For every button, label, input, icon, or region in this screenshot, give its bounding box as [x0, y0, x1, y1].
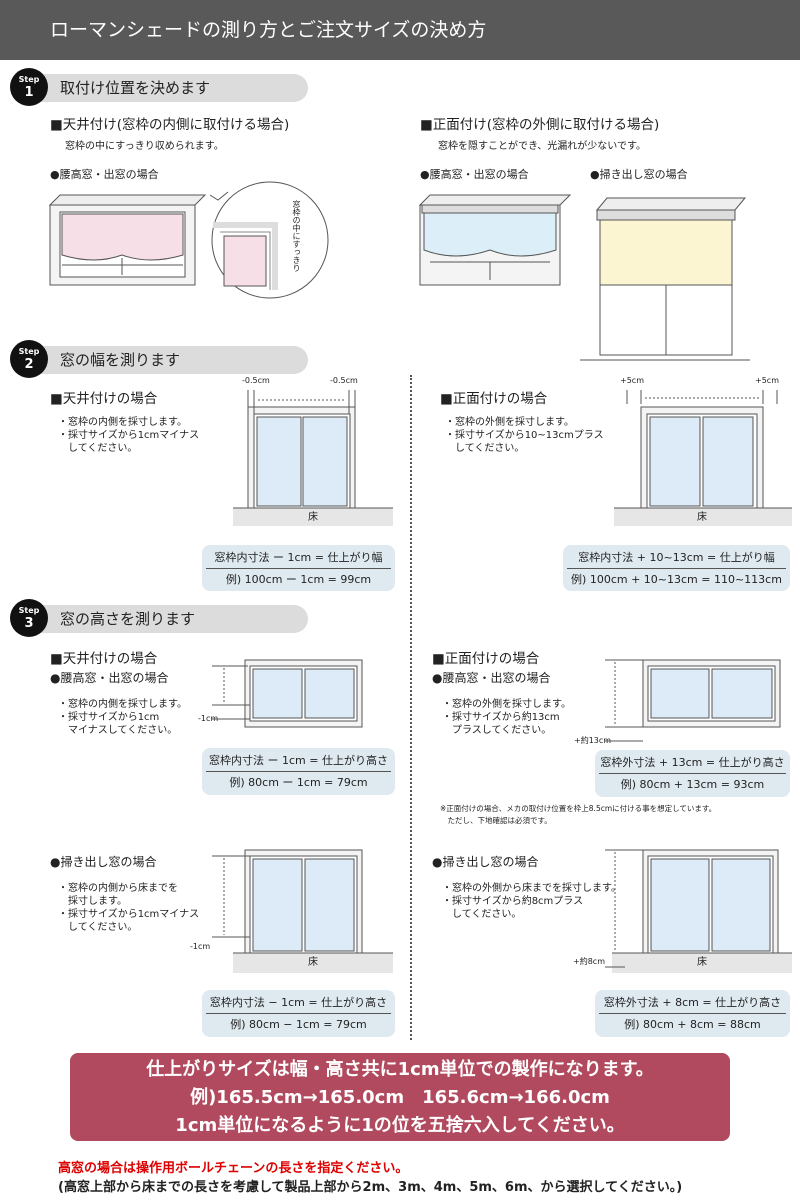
sweep-window-label: ●掃き出し窓の場合: [50, 855, 157, 869]
step1-illustrations: [48, 181, 750, 361]
dim-right: +5cm: [755, 376, 779, 385]
face-width-formula: 窓枠内寸法 + 10~13cm = 仕上がり幅例) 100cm + 10~13c…: [563, 545, 790, 591]
step3-title: 窓の高さを測ります: [22, 605, 308, 633]
rounding-notice-banner: 仕上がりサイズは幅・高さ共に1cm単位での製作になります。例)165.5cm→1…: [70, 1053, 730, 1141]
waist-window-label: ●腰高窓・出窓の場合: [432, 671, 551, 685]
ceiling-width-heading: ■天井付けの場合: [50, 391, 158, 407]
dim-left: +5cm: [620, 376, 644, 385]
dim-label: -1cm: [198, 714, 219, 723]
face-sweep-formula: 窓枠外寸法 + 8cm = 仕上がり高さ例) 80cm + 8cm = 88cm: [595, 990, 790, 1037]
step2-title: 窓の幅を測ります: [22, 346, 308, 374]
ceiling-width-bullets: ・窓枠の内側を採寸します。・採寸サイズから1cmマイナス してください。: [58, 417, 200, 454]
width-diagrams: [233, 390, 792, 526]
face-waist-bullets: ・窓枠の外側を採寸します。・採寸サイズから約13cm プラスしてください。: [442, 699, 571, 736]
ceiling-mount-desc: 窓枠の中にすっきり収められます。: [65, 141, 224, 152]
ceiling-waist-formula: 窓枠内寸法 ー 1cm = 仕上がり高さ例) 80cm ー 1cm = 79cm: [202, 748, 395, 795]
sweep-window-label: ●掃き出し窓の場合: [432, 855, 539, 869]
face-waist-formula: 窓枠外寸法 + 13cm = 仕上がり高さ例) 80cm + 13cm = 93…: [595, 750, 790, 797]
waist-window-label: ●腰高窓・出窓の場合: [420, 168, 529, 181]
face-mount-desc: 窓枠を隠すことができ、光漏れが少ないです。: [438, 141, 646, 152]
face-mount-heading: ■正面付け(窓枠の外側に取付ける場合): [420, 117, 660, 133]
dim-label: +約8cm: [573, 957, 605, 966]
ceiling-sweep-bullets: ・窓枠の内側から床までを 採寸します。・採寸サイズから1cmマイナス してくださ…: [58, 883, 200, 933]
dim-right: -0.5cm: [330, 376, 358, 385]
face-sweep-bullets: ・窓枠の外側から床までを採寸します。・採寸サイズから約8cmプラス してください…: [442, 883, 621, 920]
floor-label: 床: [308, 957, 318, 968]
chain-length-notice: 高窓の場合は操作用ボールチェーンの長さを指定ください。: [58, 1161, 409, 1176]
floor-label: 床: [697, 957, 707, 968]
callout-label: 窓枠の中にすっきり: [292, 200, 301, 272]
height-diagrams: [212, 659, 792, 973]
dim-label: -1cm: [190, 942, 211, 951]
ceiling-mount-heading: ■天井付け(窓枠の内側に取付ける場合): [50, 117, 290, 133]
face-width-heading: ■正面付けの場合: [440, 391, 548, 407]
page-title: ローマンシェードの測り方とご注文サイズの決め方: [0, 0, 800, 60]
sweep-window-label: ●掃き出し窓の場合: [590, 168, 688, 181]
dim-label: +約13cm: [574, 736, 612, 745]
floor-label: 床: [697, 512, 707, 523]
ceiling-width-formula: 窓枠内寸法 ー 1cm = 仕上がり幅例) 100cm ー 1cm = 99cm: [202, 545, 395, 591]
step1-title: 取付け位置を決めます: [22, 74, 308, 102]
chain-length-options: (高窓上部から床までの長さを考慮して製品上部から2m、3m、4m、5m、6m、か…: [58, 1180, 683, 1195]
column-divider: [410, 375, 412, 1040]
ceiling-height-heading: ■天井付けの場合: [50, 651, 158, 667]
floor-label: 床: [308, 512, 318, 523]
face-width-bullets: ・窓枠の外側を採寸します。・採寸サイズから10~13cmプラス してください。: [445, 417, 604, 454]
face-height-heading: ■正面付けの場合: [432, 651, 540, 667]
ceiling-waist-bullets: ・窓枠の内側を採寸します。・採寸サイズから1cm マイナスしてください。: [58, 699, 187, 736]
waist-window-label: ●腰高窓・出窓の場合: [50, 671, 169, 685]
ceiling-sweep-formula: 窓枠内寸法 − 1cm = 仕上がり高さ例) 80cm − 1cm = 79cm: [202, 990, 395, 1037]
dim-left: -0.5cm: [242, 376, 270, 385]
face-mount-note: ※正面付けの場合、メカの取付け位置を枠上8.5cmに付ける事を想定しています。 …: [440, 804, 717, 825]
waist-window-label: ●腰高窓・出窓の場合: [50, 168, 159, 181]
